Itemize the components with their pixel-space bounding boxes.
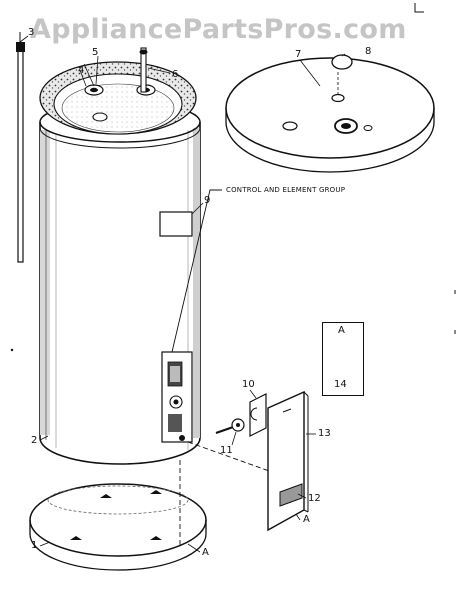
callout-11: 11 [220,445,233,456]
callout-13: 13 [318,428,331,439]
thermostat-screw [215,418,245,435]
fitting-cap [331,54,353,70]
anode-opening [92,112,108,122]
callout-8: 8 [365,46,372,57]
top-cover [225,57,435,173]
reference-letter-screw: A [338,325,345,336]
callout-12: 12 [308,493,321,504]
callout-5: 5 [92,47,99,58]
callout-9: 9 [204,195,211,206]
tank-body [39,101,201,465]
control-element-group-label: CONTROL AND ELEMENT GROUP [226,186,346,194]
corner-mark [414,3,424,13]
insulation-patch [279,483,303,507]
tank-top [39,47,197,135]
watermark: AppliancePartsPros.com [30,14,407,45]
callout-2: 2 [31,435,38,446]
dip-tube [140,47,147,93]
reference-letter-base: A [202,547,209,558]
callout-14: 14 [334,379,347,390]
control-element-group [161,351,193,443]
screw-detail-box [322,322,364,396]
access-cover [267,390,309,532]
rating-label [159,211,193,237]
callout-6: 6 [172,69,179,80]
leader-lines [19,35,346,553]
group-leader-line [171,189,222,353]
base-pan [29,483,207,571]
callout-4: 4 [78,65,85,76]
callout-10: 10 [242,379,255,390]
callout-7: 7 [295,49,302,60]
reference-letter-panel: A [303,514,310,525]
element-gasket [249,393,267,437]
callout-1: 1 [31,540,38,551]
anode-rod [16,32,25,263]
callout-3: 3 [28,27,35,38]
